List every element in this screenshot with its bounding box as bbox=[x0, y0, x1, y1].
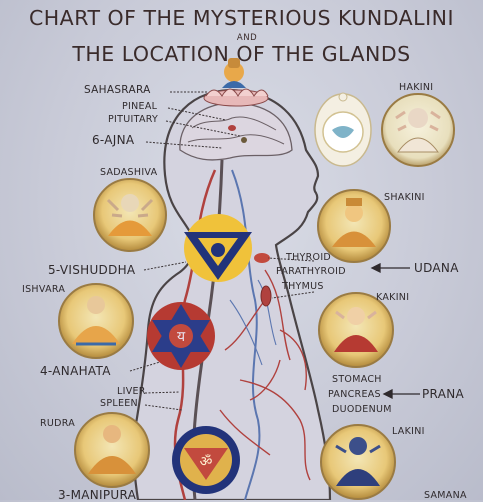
label-duodenum: DUODENUM bbox=[332, 404, 392, 415]
hakini-deity-medallion bbox=[381, 93, 455, 167]
thyroid-gland bbox=[254, 253, 270, 263]
kakini-deity-medallion bbox=[318, 292, 394, 368]
manipura-chakra: ॐ bbox=[172, 426, 240, 494]
svg-text:ॐ: ॐ bbox=[200, 454, 213, 470]
label-pituitary: PITUITARY bbox=[108, 114, 159, 125]
label-parathyroid: PARATHYROID bbox=[276, 266, 346, 277]
label-thyroid: THYROID bbox=[286, 252, 332, 263]
label-stomach: STOMACH bbox=[332, 374, 382, 385]
label-rudra: RUDRA bbox=[40, 418, 76, 429]
anahata-chakra: य bbox=[147, 302, 215, 370]
chart-title-connector: AND bbox=[236, 33, 258, 43]
chart-title-line2: THE LOCATION OF THE GLANDS bbox=[72, 42, 411, 66]
label-ajna: 6-AJNA bbox=[92, 133, 135, 147]
pituitary-gland bbox=[241, 137, 247, 143]
vishuddha-chakra bbox=[184, 214, 252, 282]
sadashiva-deity-medallion bbox=[93, 178, 167, 252]
leader-lines bbox=[129, 91, 315, 411]
label-hakini: HAKINI bbox=[399, 82, 434, 93]
label-pineal: PINEAL bbox=[122, 101, 158, 112]
thymus-gland bbox=[260, 285, 272, 307]
label-prana: PRANA bbox=[422, 387, 464, 401]
label-kakini: KAKINI bbox=[376, 292, 410, 303]
label-sahasrara: SAHASRARA bbox=[84, 84, 151, 96]
chart-title-line1: CHART OF THE MYSTERIOUS KUNDALINI bbox=[28, 6, 455, 30]
pineal-gland bbox=[228, 125, 236, 131]
label-sadashiva: SADASHIVA bbox=[100, 167, 158, 178]
ajna-chakra bbox=[314, 92, 372, 167]
label-ishvara: ISHVARA bbox=[22, 284, 66, 295]
label-samana: SAMANA bbox=[424, 490, 467, 501]
label-vishuddha: 5-VISHUDDHA bbox=[48, 263, 136, 277]
label-thymus: THYMUS bbox=[282, 281, 324, 292]
rudra-deity-medallion bbox=[74, 412, 150, 488]
label-shakini: SHAKINI bbox=[384, 192, 425, 203]
shakini-deity-medallion bbox=[317, 189, 391, 263]
label-lakini: LAKINI bbox=[392, 426, 425, 437]
artery-network bbox=[219, 269, 311, 481]
label-pancreas: PANCREAS bbox=[328, 389, 381, 400]
label-spleen: SPLEEN bbox=[100, 398, 138, 409]
arrows bbox=[370, 262, 420, 400]
ishvara-deity-medallion bbox=[58, 283, 134, 359]
lakini-deity-medallion bbox=[320, 424, 396, 500]
svg-text:य: य bbox=[177, 329, 186, 345]
label-anahata: 4-ANAHATA bbox=[40, 364, 111, 378]
brain-outline bbox=[179, 102, 293, 161]
label-udana: UDANA bbox=[414, 261, 459, 275]
label-manipura: 3-MANIPURA bbox=[58, 488, 137, 502]
label-liver: LIVER bbox=[117, 386, 146, 397]
sahasrara-lotus bbox=[203, 58, 269, 107]
